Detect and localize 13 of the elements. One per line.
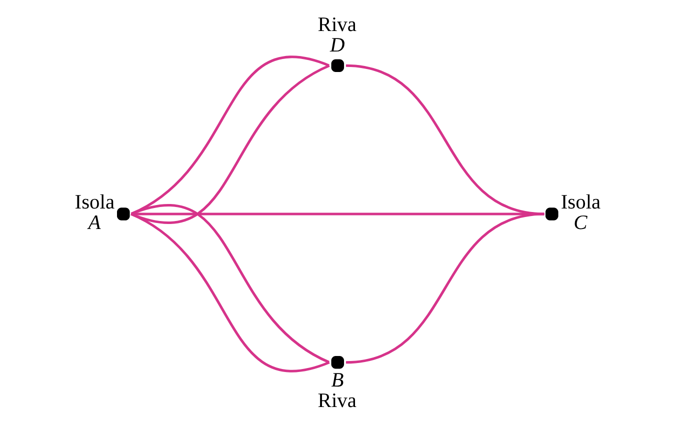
node-label: C <box>573 212 587 234</box>
node-label: D <box>329 34 344 56</box>
connector <box>345 212 544 364</box>
node-label: B <box>330 369 344 392</box>
node-label: A <box>88 212 100 234</box>
node-circle <box>116 208 130 220</box>
node-label: Riva <box>317 390 356 412</box>
node-circle <box>330 356 344 369</box>
node-label: Riva <box>317 14 356 36</box>
node-circle <box>330 59 344 72</box>
node-label: Isola <box>560 192 600 214</box>
node-circle <box>545 208 558 220</box>
node-label: Isola <box>74 192 114 214</box>
